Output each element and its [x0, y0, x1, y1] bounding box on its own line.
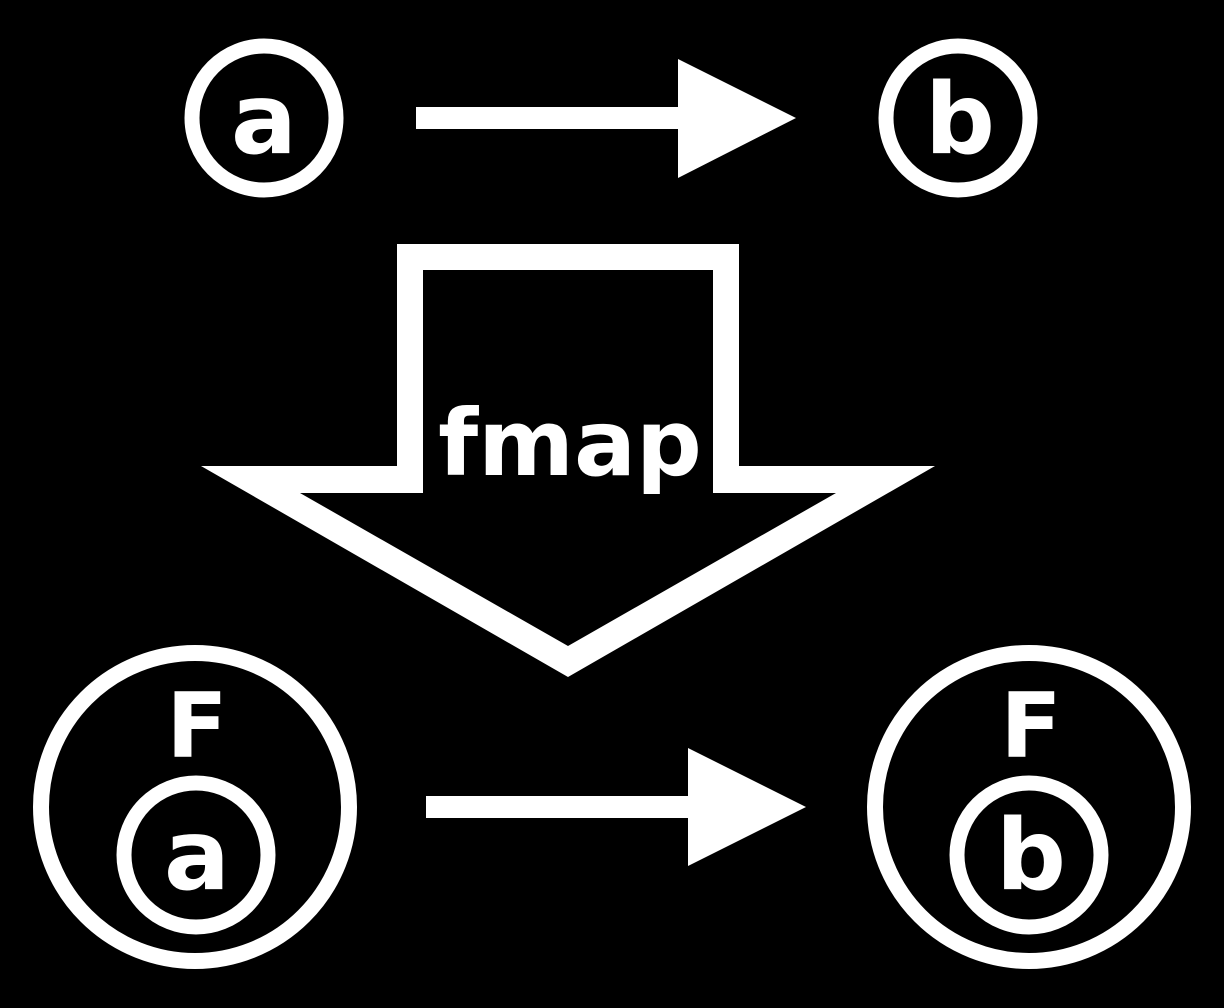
functor-label: F [1000, 674, 1061, 779]
arrow-shaft [426, 796, 690, 818]
fmap-arrow-outline [201, 244, 935, 677]
inner-node-b-circle [949, 775, 1109, 935]
functor-node-fa: F a [33, 645, 357, 969]
functor-container-circle [867, 645, 1191, 969]
right-arrow-icon [416, 59, 796, 178]
right-arrow-icon [426, 748, 806, 866]
functor-node-fb: F b [867, 645, 1191, 969]
node-b-circle [878, 38, 1038, 198]
node-a: a [184, 38, 344, 198]
fmap-label: fmap [438, 390, 702, 497]
inner-node-b-label: b [996, 799, 1066, 913]
arrow-head [678, 59, 796, 178]
functor-label: F [166, 674, 227, 779]
node-b: b [878, 38, 1038, 198]
functor-container-circle [33, 645, 357, 969]
arrow-shaft [416, 107, 680, 129]
node-b-label: b [925, 63, 995, 177]
inner-node-a-circle [116, 775, 276, 935]
node-a-circle [184, 38, 344, 198]
down-arrow-icon: fmap [201, 244, 935, 677]
node-a-label: a [231, 63, 297, 177]
arrow-head [688, 748, 806, 866]
inner-node-a-label: a [164, 799, 230, 913]
